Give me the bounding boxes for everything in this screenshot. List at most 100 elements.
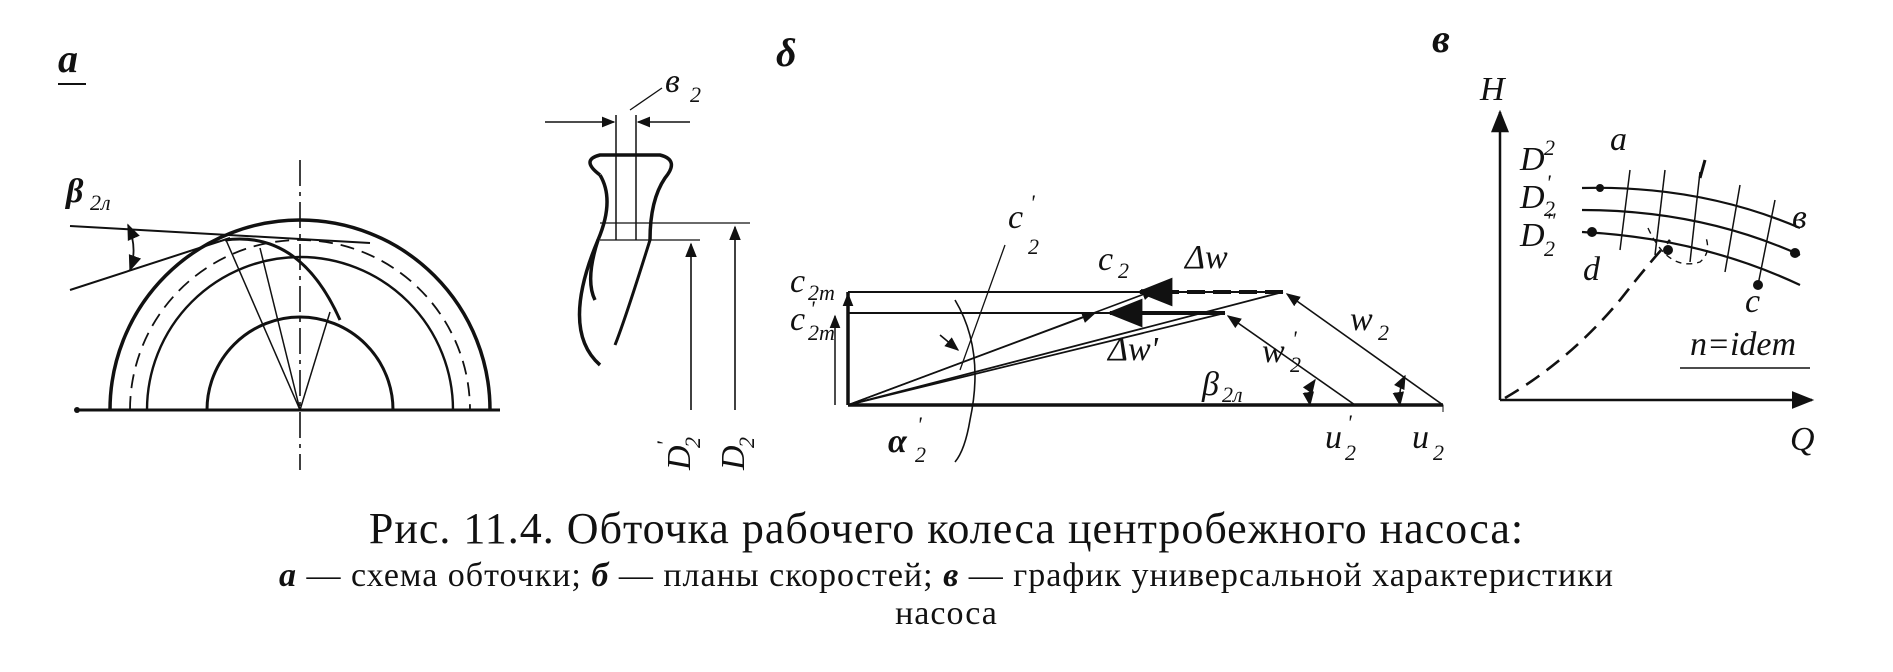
d2-prime-curve-label: D 2 ' [1519,170,1555,221]
svg-text:': ' [1292,326,1297,351]
point-intersection [1663,245,1673,255]
caption-text-a: — схема обточки; [297,557,592,594]
q-axis-label: Q [1790,421,1815,458]
delta-w-label: Δw [1183,239,1228,276]
d2-curve-label: D 2 [1519,135,1555,178]
h-axis-label: H [1479,71,1507,108]
curve-d2-double-prime [1581,230,1801,286]
blade-curve [224,237,342,321]
svg-text:c: c [1098,241,1113,278]
point-d-label: d [1583,251,1601,288]
hub-arc [205,315,395,411]
svg-text:c: c [1008,199,1023,236]
svg-text:D: D [1519,141,1545,178]
w2-prime-vector [1226,315,1356,406]
svg-text:': ' [1030,190,1035,215]
svg-text:2m: 2m [808,280,835,305]
caption-title: Рис. 11.4. Обточка рабочего колеса центр… [368,504,1525,553]
d2-prime-label: D 2 ' [652,437,705,471]
svg-text:2m: 2m [808,320,835,345]
n-idem-label: n=idem [1690,326,1796,363]
c2m-prime-label: c 2m ' [790,296,835,345]
svg-text:': ' [810,296,815,321]
svg-text:D: D [715,445,752,471]
beta-2l-label-b: β 2л [1201,366,1243,407]
caption-text-b: — планы скоростей; [609,557,944,594]
d2-double-prime-curve-label: D 2 '' [1519,208,1556,261]
svg-text:2: 2 [1433,440,1444,465]
svg-text:2: 2 [1290,352,1301,377]
svg-text:2л: 2л [90,190,111,215]
caption-letter-a: а [279,557,298,594]
point-c [1753,280,1763,290]
alpha-2-prime-label: α 2 ' [888,412,926,467]
svg-text:D: D [1519,217,1545,254]
caption-legend: а — схема обточки; б — планы скоростей; … [0,556,1893,596]
svg-text:w: w [1350,301,1373,338]
svg-text:2л: 2л [1222,382,1243,407]
u2-prime-label: u 2 ' [1325,410,1356,465]
svg-text:2: 2 [734,437,759,448]
svg-text:2: 2 [1544,135,1555,160]
svg-text:2: 2 [1544,196,1555,221]
svg-text:2: 2 [680,437,705,448]
svg-text:': ' [917,412,922,437]
svg-text:': ' [1546,170,1551,195]
svg-text:2: 2 [1544,236,1555,261]
svg-text:c: c [790,301,805,338]
svg-text:2: 2 [1378,320,1389,345]
w2-vector [1285,293,1444,406]
svg-text:c: c [790,263,805,300]
curve-d2-prime [1581,208,1801,257]
panel-c-universal-characteristic: в H Q D 2 D 2 ' [1432,16,1815,458]
point-a-label: a [1610,121,1627,158]
panel-a-label: а [58,36,78,81]
point-a [1596,184,1604,192]
beta-2l-label: β 2л [64,173,111,215]
point-b-label: в [1792,199,1807,236]
svg-text:β: β [64,173,84,210]
svg-text:u: u [1412,419,1429,456]
svg-text:D: D [661,445,698,471]
c2-prime-label: c 2 ' [1008,190,1039,259]
d2-label: D 2 [715,437,759,471]
caption-continuation: насоса [895,595,998,632]
caption-letter-c: в [943,557,960,594]
caption-letter-b: б [591,557,610,594]
c2m-label: c 2m [790,263,835,305]
b2-label: в 2 [665,63,701,107]
outer-arc-d2 [108,218,492,411]
impeller-side-section [545,87,750,410]
u2-label: u 2 [1412,419,1444,465]
figure-caption: Рис. 11.4. Обточка рабочего колеса центр… [0,502,1893,632]
svg-text:2: 2 [1345,440,1356,465]
svg-text:'': '' [1546,208,1556,233]
similarity-parabola [1504,239,1671,400]
svg-text:2: 2 [915,442,926,467]
point-b [1790,248,1800,258]
panel-b-velocity-plans: δ c 2m c 2m ' [776,30,1444,467]
svg-text:β: β [1201,366,1219,403]
svg-text:α: α [888,423,908,460]
w2-label: w 2 [1350,301,1389,345]
caption-text-c: — график универсальной характеристики [959,557,1614,594]
svg-text:': ' [1347,410,1352,435]
point-d [1587,227,1597,237]
figure-illustration: а β 2л [58,16,1815,471]
point-c-label: c [1745,283,1760,320]
svg-text:u: u [1325,419,1342,456]
svg-text:2: 2 [1028,234,1039,259]
svg-text:w: w [1262,333,1285,370]
c2-label: c 2 [1098,241,1129,283]
panel-c-label: в [1432,16,1450,61]
svg-text:D: D [1519,179,1545,216]
svg-text:': ' [652,441,677,446]
inner-rim-arc [145,255,455,411]
panel-b-label: δ [776,30,797,75]
curve-d2 [1581,186,1801,230]
panel-a-impeller-trimming: а β 2л [58,36,759,471]
w2-prime-label: w 2 ' [1262,326,1301,377]
delta-w-prime-label: Δw' [1106,331,1159,368]
svg-text:2: 2 [1118,258,1129,283]
svg-text:2: 2 [690,82,701,107]
